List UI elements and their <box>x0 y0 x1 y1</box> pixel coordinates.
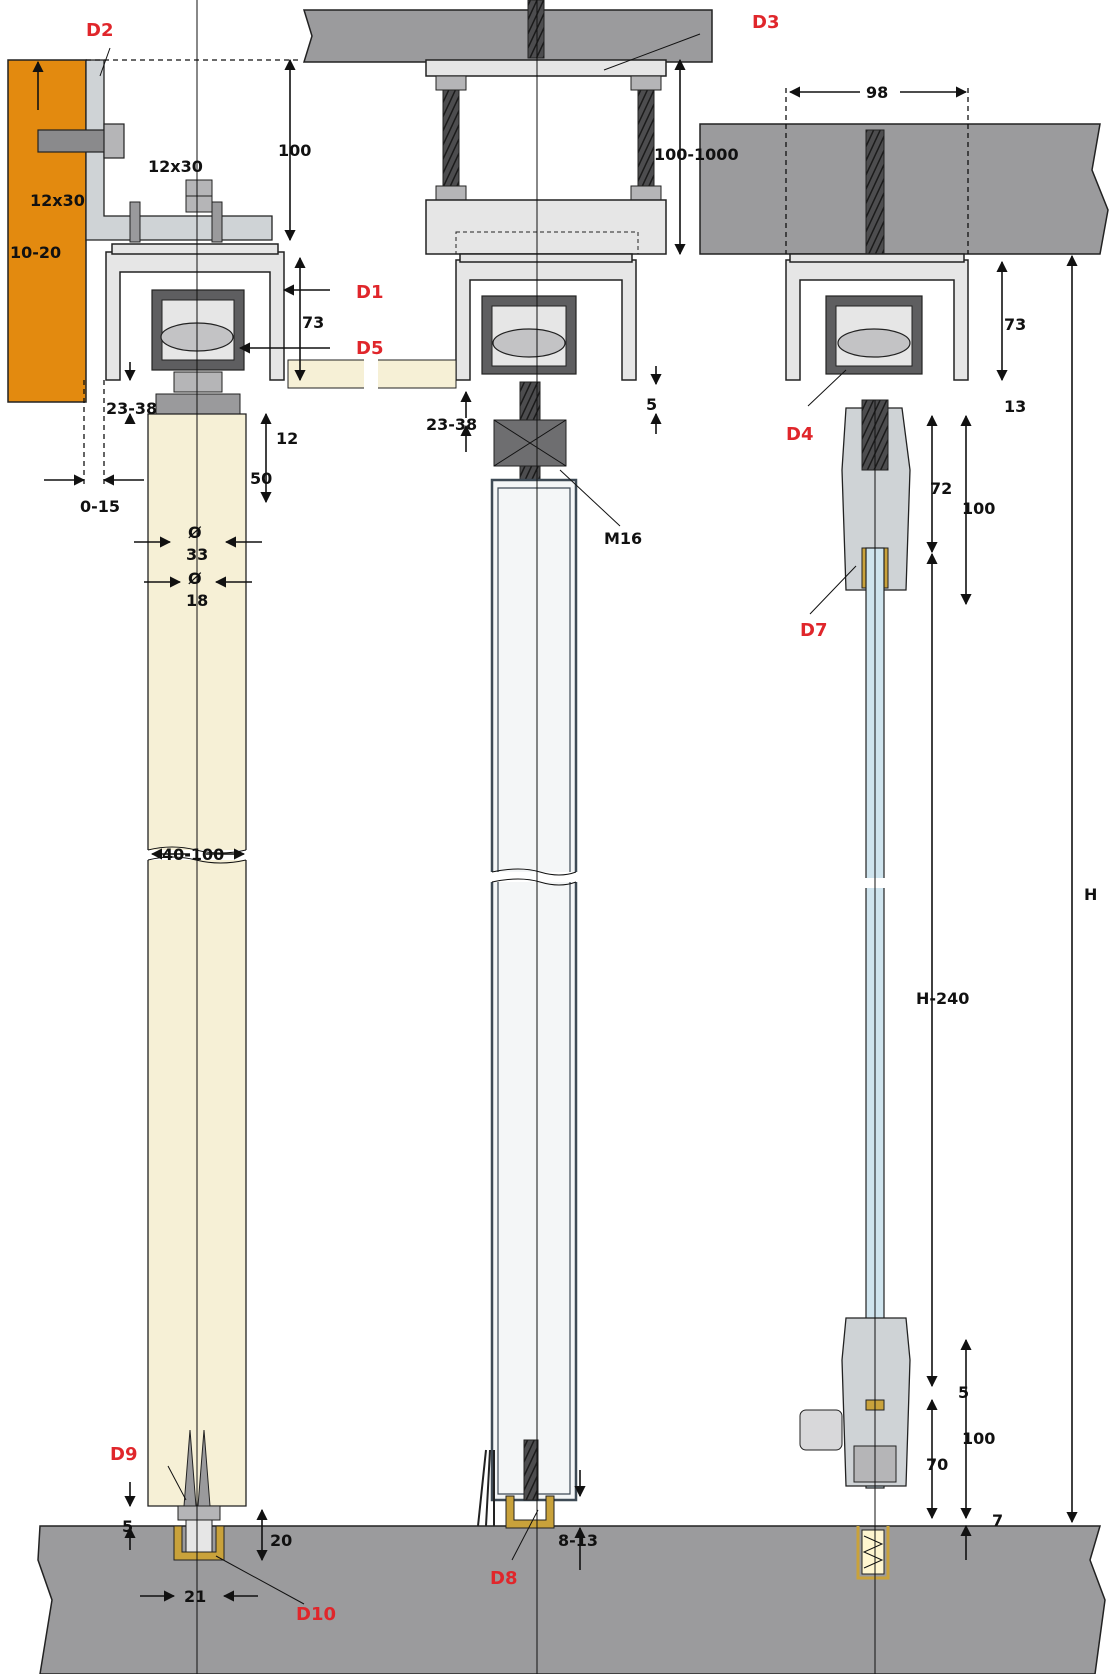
dim-track-width: 98 <box>866 83 888 102</box>
dim-track-height-right: 73 <box>1004 315 1026 334</box>
ref-d4: D4 <box>786 424 813 445</box>
ref-d2: D2 <box>86 20 113 41</box>
floor-slab <box>37 1525 1106 1674</box>
dim-guide-gap-left: 23-38 <box>106 399 157 418</box>
glass-clamp-icon <box>841 407 911 591</box>
dim-dia-18: Ø <box>188 569 202 588</box>
dim-clearance-5: 5 <box>646 395 657 414</box>
dim-glass-height: H-240 <box>916 989 969 1008</box>
dim-dia-18-value: 18 <box>186 591 208 610</box>
floor-guide-icon <box>173 1525 225 1561</box>
dim-floor-gap-mid: 8-13 <box>558 1531 598 1550</box>
wall-bolt-icon <box>37 129 115 153</box>
dim-thread-50: 50 <box>250 469 272 488</box>
center-lines <box>196 0 876 1674</box>
dim-clamp-70: 70 <box>926 1455 948 1474</box>
ref-d7: D7 <box>800 620 827 641</box>
ceiling-slab-middle <box>302 9 713 63</box>
dim-dia-33: Ø <box>188 523 202 542</box>
dim-guide-gap-mid: 23-38 <box>426 415 477 434</box>
ref-d8: D8 <box>490 1568 517 1589</box>
brush-seal-icon <box>477 1449 495 1527</box>
dim-bolt-m16: M16 <box>604 529 642 548</box>
dim-clamp-100-top: 100 <box>962 499 995 518</box>
dim-clamp-100-bottom: 100 <box>962 1429 995 1448</box>
screw-anchor-icon <box>527 0 545 59</box>
dim-dia-33-value: 33 <box>186 545 208 564</box>
dim-floor-gap-left: 5 <box>122 1517 133 1536</box>
dim-bracket-gap: 10-20 <box>10 243 61 262</box>
dim-wall-offset: 0-15 <box>80 497 120 516</box>
aluminium-door-frame <box>490 478 578 1502</box>
ceiling-slab-right <box>699 123 1109 255</box>
ref-d1: D1 <box>356 282 383 303</box>
ref-d9: D9 <box>110 1444 137 1465</box>
dim-bracket-height: 100 <box>278 141 311 160</box>
dim-nut-12: 12 <box>276 429 298 448</box>
dim-panel-thickness: 40-100 <box>162 845 224 864</box>
dim-floor-guide-depth: 20 <box>270 1531 292 1550</box>
dimension-lines <box>32 33 1078 1605</box>
reference-labels: D2 D3 D1 D5 D4 D7 D9 D10 D8 <box>86 12 827 1625</box>
ref-d5: D5 <box>356 338 383 359</box>
dim-gap-13: 13 <box>1004 397 1026 416</box>
wall <box>7 59 87 403</box>
dim-clamp-5: 5 <box>958 1383 969 1402</box>
dim-floor-7: 7 <box>992 1511 1003 1530</box>
hex-nut-icon <box>103 123 125 159</box>
ref-d10: D10 <box>296 1604 336 1625</box>
dim-wall-bolt-top: 12x30 <box>148 157 203 176</box>
dim-total-height: H <box>1084 885 1097 904</box>
dim-track-height-left: 73 <box>302 313 324 332</box>
mounting-plate-middle <box>425 199 667 255</box>
right-glass-detail <box>699 123 1109 1580</box>
left-wall-mount-detail <box>7 59 285 1561</box>
dim-wall-bolt-side: 12x30 <box>30 191 85 210</box>
dim-floor-guide-width: 21 <box>184 1587 206 1606</box>
ref-d3: D3 <box>752 12 779 33</box>
middle-suspended-detail <box>287 0 713 1529</box>
dimension-labels: 12x30 12x30 100 10-20 73 23-38 12 50 0-1… <box>10 83 1097 1606</box>
dim-clamp-72: 72 <box>930 479 952 498</box>
dim-suspension-range: 100-1000 <box>654 145 739 164</box>
